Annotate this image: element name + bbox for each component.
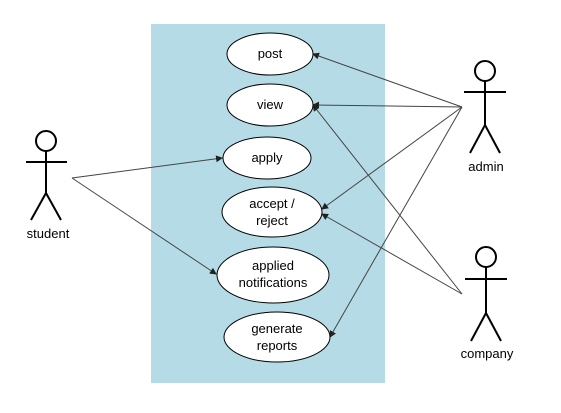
use-case-generate-reports[interactable]: generate reports (223, 311, 331, 363)
use-case-view[interactable]: view (226, 83, 314, 127)
actor-student-label: student (27, 226, 70, 241)
actor-company-label: company (461, 346, 514, 361)
use-case-apply[interactable]: apply (222, 136, 312, 180)
association-student-apply (71, 155, 223, 179)
use-case-applied-notifications-label-line2: notifications (239, 275, 308, 290)
use-case-applied-notifications[interactable]: applied notifications (216, 246, 330, 304)
association-admin-post (312, 52, 463, 108)
association-student-applied-notifications (71, 177, 217, 275)
actor-company[interactable]: company (461, 246, 514, 361)
use-case-post-label: post (258, 46, 283, 61)
association-admin-accept-reject (321, 106, 463, 210)
association-company-view (312, 104, 463, 295)
use-case-view-label: view (257, 97, 284, 112)
actor-student[interactable]: student (26, 130, 70, 241)
actor-company-head (475, 246, 497, 268)
actor-admin[interactable]: admin (464, 60, 506, 174)
association-company-accept-reject (321, 213, 463, 295)
actor-admin-label: admin (468, 159, 503, 174)
association-admin-view (312, 101, 463, 109)
actor-student-head (35, 130, 57, 152)
associations (71, 52, 463, 338)
use-case-accept-reject[interactable]: accept / reject (221, 186, 323, 238)
use-case-accept-reject-label-line2: reject (256, 213, 288, 228)
use-case-applied-notifications-label: applied (252, 258, 294, 273)
use-case-generate-reports-label-line2: reports (257, 338, 298, 353)
association-admin-generate-reports (329, 106, 463, 338)
use-case-apply-label: apply (251, 150, 283, 165)
use-case-generate-reports-label: generate (251, 321, 302, 336)
actor-admin-head (474, 60, 496, 82)
use-case-post[interactable]: post (226, 32, 314, 76)
use-case-accept-reject-label: accept / (249, 196, 295, 211)
